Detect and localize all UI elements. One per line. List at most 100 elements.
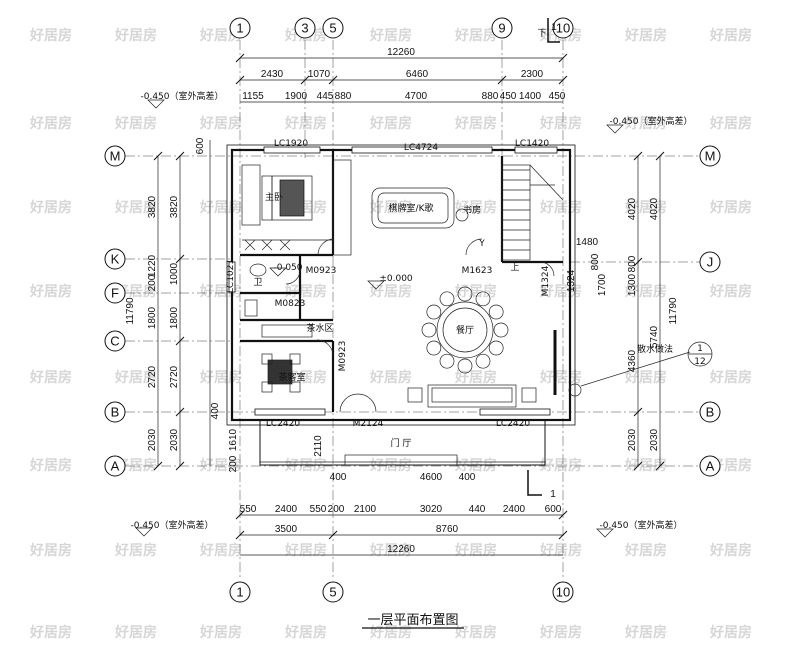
dim-text: 200 <box>228 455 239 472</box>
watermark-text: 好居房 <box>454 27 497 44</box>
room-label: 茶水区 <box>306 322 333 334</box>
watermark-text: 好居房 <box>284 542 327 559</box>
watermark-text: 好居房 <box>624 27 667 44</box>
watermark-text: 好居房 <box>114 115 157 132</box>
dining-chair <box>421 322 437 338</box>
window-tag: LC2420 <box>266 419 300 429</box>
door-tag: M0923 <box>306 266 337 276</box>
dim-text: 550 <box>240 504 257 515</box>
dim-text: 600 <box>195 137 206 154</box>
level-note: -0.050 <box>273 263 302 273</box>
level-note: -0.450（室外高差） <box>140 90 223 102</box>
watermark-text: 好居房 <box>369 115 412 132</box>
door-tag: M1623 <box>462 266 493 276</box>
watermark-text: 好居房 <box>539 199 582 216</box>
axis-bubble-label: F <box>111 286 119 301</box>
dim-text: 440 <box>469 504 486 515</box>
watermark-text: 好居房 <box>539 542 582 559</box>
dim-text: 800 <box>590 253 601 270</box>
axis-bubble <box>294 17 316 39</box>
dim-text: 450 <box>500 91 517 102</box>
dining-chair <box>488 340 504 356</box>
dim-text: 2030 <box>147 428 158 451</box>
watermark-text: 好居房 <box>539 624 582 641</box>
furniture <box>241 164 557 408</box>
room-label: 茶客室 <box>278 371 305 383</box>
stairs <box>332 159 564 261</box>
dining-chair <box>426 304 442 320</box>
watermark-text: 好居房 <box>709 115 752 132</box>
axis-bubble-label: A <box>706 459 715 474</box>
window-tag: LC1920 <box>274 139 308 149</box>
dim-text: 4600 <box>420 472 443 483</box>
watermark-text: 好居房 <box>454 542 497 559</box>
level-note: -0.450（室外高差） <box>609 115 692 127</box>
dim-text: 4020 <box>649 197 660 220</box>
dining-chair <box>457 286 473 302</box>
watermark-text: 好居房 <box>199 199 242 216</box>
watermark-text: 好居房 <box>29 27 72 44</box>
dim-text: 2400 <box>503 504 526 515</box>
watermark-text: 好居房 <box>29 369 72 386</box>
dim-text: 3500 <box>275 524 298 535</box>
watermark-text: 好居房 <box>539 369 582 386</box>
watermark-text: 好居房 <box>29 283 72 300</box>
room-label: 卫 <box>253 278 262 288</box>
dimension-lines <box>157 57 661 556</box>
door-swings <box>285 238 555 413</box>
watermark-text: 好居房 <box>624 283 667 300</box>
watermark-text: 好居房 <box>709 27 752 44</box>
axis-bubble-label: M <box>110 149 121 164</box>
axis-bubble-label: K <box>111 252 120 267</box>
watermark-text: 好居房 <box>539 457 582 474</box>
dining-chair <box>439 291 455 307</box>
dim-text: 6460 <box>406 69 429 80</box>
watermark-text: 好居房 <box>454 199 497 216</box>
room-label: 棋牌室/K歌 <box>389 202 434 214</box>
room-label: 餐厅 <box>456 324 474 336</box>
room-label: 主卧 <box>265 191 283 203</box>
dim-text: 11790 <box>125 297 136 325</box>
dim-text: 200 <box>328 504 345 515</box>
building-walls <box>226 144 576 466</box>
axis-bubble-label: 1 <box>236 21 243 36</box>
axis-bubble <box>104 330 126 352</box>
axis-bubble-label: B <box>111 405 120 420</box>
watermark-text: 好居房 <box>539 283 582 300</box>
window-tag: LC4724 <box>404 143 438 153</box>
watermark-text: 好居房 <box>29 542 72 559</box>
axis-bubble-label: B <box>706 405 715 420</box>
dim-text: 1000 <box>169 262 180 285</box>
dim-text: 12260 <box>387 544 415 555</box>
watermark-text: 好居房 <box>709 369 752 386</box>
watermark-text: 好居房 <box>539 115 582 132</box>
window-tag: LC2420 <box>496 419 530 429</box>
page-title: 一层平面布置图 <box>367 613 458 628</box>
door-tag: M2124 <box>353 419 384 429</box>
watermark-text: 好居房 <box>114 369 157 386</box>
dim-text: 400 <box>330 472 347 483</box>
axis-bubble-label: 3 <box>301 21 308 36</box>
watermark-text: 好居房 <box>624 369 667 386</box>
watermark-text: 好居房 <box>709 624 752 641</box>
dim-text: 880 <box>335 91 352 102</box>
axis-bubble <box>322 581 344 603</box>
dim-text: 400 <box>459 472 476 483</box>
dim-text: 1800 <box>147 306 158 329</box>
axis-bubble <box>104 145 126 167</box>
dim-text: 800 <box>627 255 638 272</box>
dim-text: 2300 <box>521 69 544 80</box>
door-tag: M0823 <box>275 299 306 309</box>
watermark-text: 好居房 <box>114 542 157 559</box>
axis-bubble <box>229 581 251 603</box>
dining-chair <box>439 353 455 369</box>
door-tag: M0923 <box>338 341 348 372</box>
dim-text: 1900 <box>285 91 308 102</box>
dim-text: 2030 <box>169 428 180 451</box>
dim-text: 2720 <box>147 365 158 388</box>
dim-text: 3820 <box>147 195 158 218</box>
axis-bubble-label: 5 <box>329 21 336 36</box>
dim-text: 1400 <box>519 91 542 102</box>
